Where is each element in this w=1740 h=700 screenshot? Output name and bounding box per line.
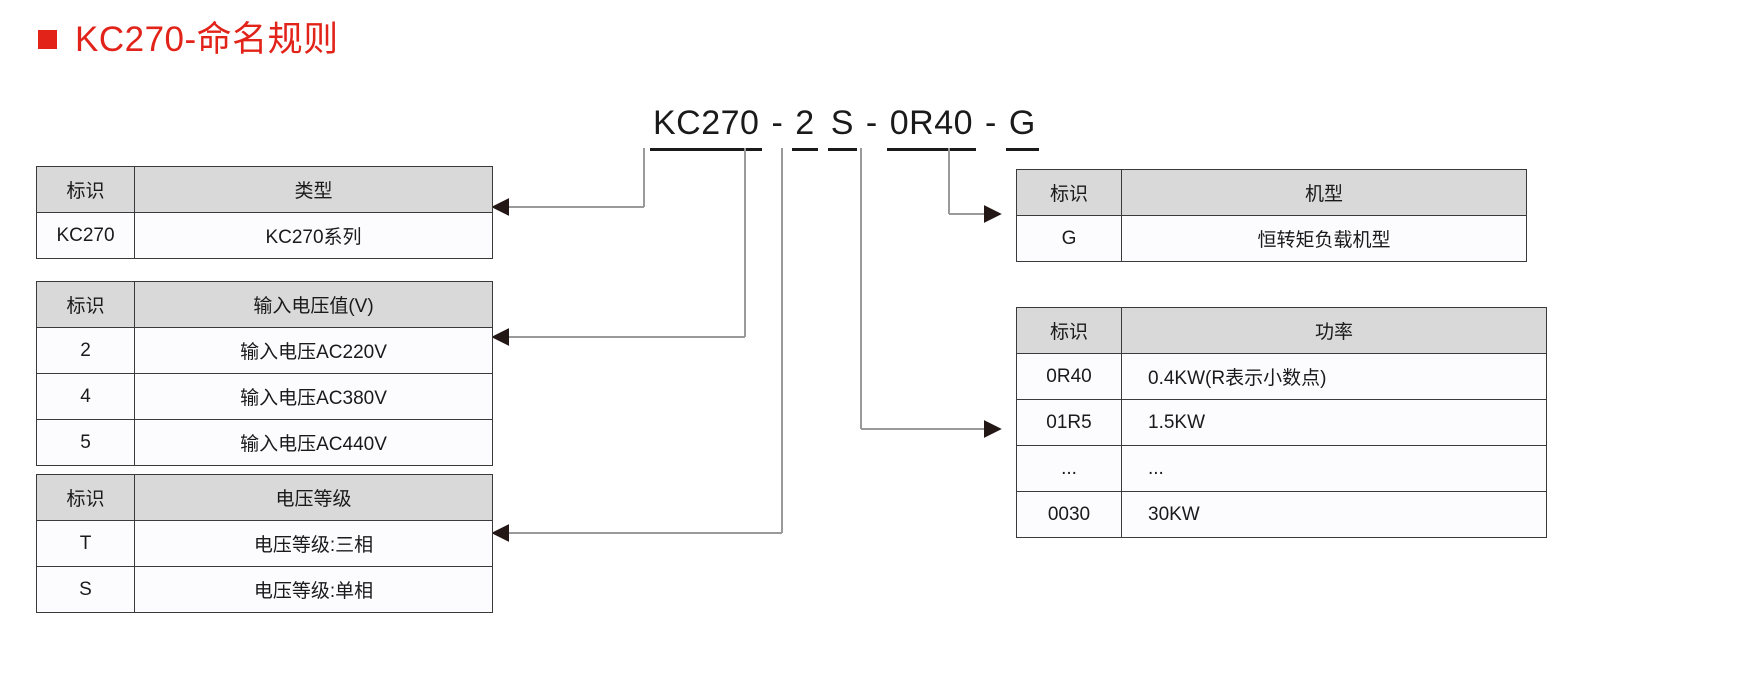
code-segment-series: KC270 [650,104,763,151]
column-header-value: 输入电压值(V) [134,281,493,328]
code-dash-3: - [985,104,997,142]
cell-value: ... [1121,445,1547,492]
column-header-value: 功率 [1121,307,1547,354]
page-title: KC270-命名规则 [38,22,339,57]
table-row: G 恒转矩负载机型 [1016,215,1527,262]
cell-value: 输入电压AC380V [134,373,493,420]
column-header-value: 机型 [1121,169,1527,216]
cell-id: 0R40 [1016,353,1122,400]
table-row: ... ... [1016,445,1547,492]
cell-id: S [36,566,135,613]
column-header-value: 电压等级 [134,474,493,521]
table-machine-type: 标识 机型 G 恒转矩负载机型 [1016,169,1527,262]
cell-id: 2 [36,327,135,374]
table-power: 标识 功率 0R40 0.4KW(R表示小数点) 01R5 1.5KW ... … [1016,307,1547,538]
table-header-row: 标识 电压等级 [36,474,493,521]
cell-value: 恒转矩负载机型 [1121,215,1527,262]
cell-value: KC270系列 [134,212,493,259]
table-row: T 电压等级:三相 [36,520,493,567]
column-header-id: 标识 [1016,307,1122,354]
table-row: 0030 30KW [1016,491,1547,538]
cell-value: 30KW [1121,491,1547,538]
model-code: KC270 - 2 S - 0R40 - G [650,104,1039,151]
cell-id: ... [1016,445,1122,492]
table-row: 01R5 1.5KW [1016,399,1547,446]
page-title-text: KC270-命名规则 [75,20,339,59]
table-type: 标识 类型 KC270 KC270系列 [36,166,493,259]
table-input-voltage: 标识 输入电压值(V) 2 输入电压AC220V 4 输入电压AC380V 5 … [36,281,493,466]
code-dash-1: - [771,104,784,142]
column-header-id: 标识 [36,166,135,213]
cell-id: 5 [36,419,135,466]
cell-value: 0.4KW(R表示小数点) [1121,353,1547,400]
cell-id: 01R5 [1016,399,1122,446]
code-segment-voltage: 2 [792,104,819,151]
cell-id: T [36,520,135,567]
table-header-row: 标识 功率 [1016,307,1547,354]
code-dash-2: - [865,104,878,142]
table-row: 2 输入电压AC220V [36,327,493,374]
cell-value: 电压等级:三相 [134,520,493,567]
column-header-id: 标识 [1016,169,1122,216]
table-row: 0R40 0.4KW(R表示小数点) [1016,353,1547,400]
code-segment-power: 0R40 [886,104,977,151]
cell-value: 1.5KW [1121,399,1547,446]
table-voltage-class: 标识 电压等级 T 电压等级:三相 S 电压等级:单相 [36,474,493,613]
code-segment-machine: G [1005,104,1039,151]
cell-value: 输入电压AC220V [134,327,493,374]
table-row: 4 输入电压AC380V [36,373,493,420]
column-header-id: 标识 [36,474,135,521]
cell-id: 0030 [1016,491,1122,538]
bullet-square-icon [38,30,57,49]
cell-id: KC270 [36,212,135,259]
column-header-id: 标识 [36,281,135,328]
table-header-row: 标识 输入电压值(V) [36,281,493,328]
code-segment-phase: S [827,104,858,151]
cell-id: G [1016,215,1122,262]
column-header-value: 类型 [134,166,493,213]
table-header-row: 标识 类型 [36,166,493,213]
table-header-row: 标识 机型 [1016,169,1527,216]
table-row: 5 输入电压AC440V [36,419,493,466]
cell-value: 输入电压AC440V [134,419,493,466]
cell-value: 电压等级:单相 [134,566,493,613]
table-row: KC270 KC270系列 [36,212,493,259]
table-row: S 电压等级:单相 [36,566,493,613]
cell-id: 4 [36,373,135,420]
